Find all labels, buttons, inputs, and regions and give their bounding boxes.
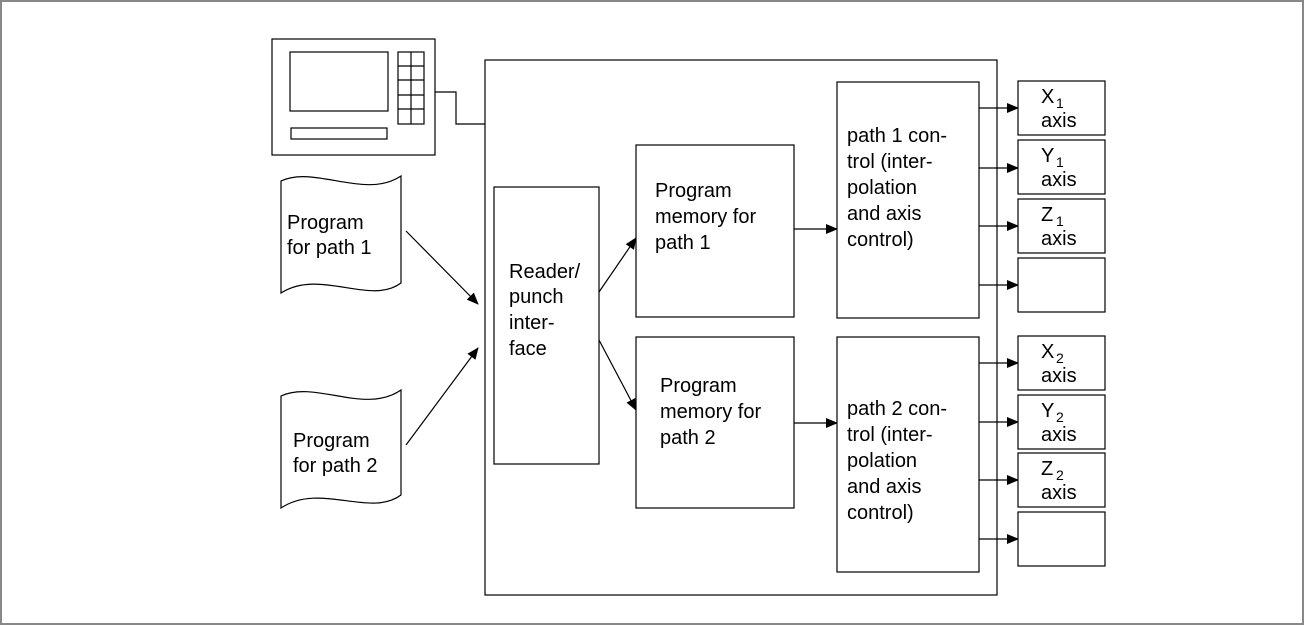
arrow-tape1-to-reader xyxy=(405,230,479,305)
program2-line1: Program xyxy=(293,430,370,452)
z2-axis-box: Z 2 axis xyxy=(1017,452,1106,508)
control1-line5: control) xyxy=(847,229,914,251)
program-memory-path2-box: Program memory for path 2 xyxy=(635,336,795,509)
reader-line2: punch xyxy=(509,286,564,308)
cnc-terminal-icon xyxy=(271,38,436,156)
x2-letter: X xyxy=(1041,341,1054,363)
y2-subscript: 2 xyxy=(1056,409,1064,425)
x1-axis-label: axis xyxy=(1041,110,1077,132)
reader-line4: face xyxy=(509,338,547,360)
y1-letter: Y xyxy=(1041,145,1054,167)
arrow-reader-to-memory1 xyxy=(598,237,637,293)
memory2-line1: Program xyxy=(660,375,737,397)
reader-line3: inter- xyxy=(509,312,555,334)
control2-line5: control) xyxy=(847,502,914,524)
y1-axis-box: Y 1 axis xyxy=(1017,139,1106,195)
y2-axis-box: Y 2 axis xyxy=(1017,394,1106,450)
program-tape-path2: Program for path 2 xyxy=(280,388,402,510)
control1-line2: trol (inter- xyxy=(847,151,933,173)
z1-letter: Z xyxy=(1041,204,1053,226)
control1-line4: and axis xyxy=(847,203,922,225)
z1-axis-label: axis xyxy=(1041,228,1077,250)
terminal-connector xyxy=(435,91,485,125)
program-memory-path1-box: Program memory for path 1 xyxy=(635,144,795,318)
y2-axis-label: axis xyxy=(1041,424,1077,446)
y1-subscript: 1 xyxy=(1056,154,1064,170)
x1-subscript: 1 xyxy=(1056,95,1064,111)
memory1-line3: path 1 xyxy=(655,232,711,254)
x1-letter: X xyxy=(1041,86,1054,108)
program1-line1: Program xyxy=(287,212,364,234)
control2-line2: trol (inter- xyxy=(847,424,933,446)
path1-control-box: path 1 con- trol (inter- polation and ax… xyxy=(836,81,980,319)
control2-line1: path 2 con- xyxy=(847,398,947,420)
x1-axis-box: X 1 axis xyxy=(1017,80,1106,136)
path2-control-box: path 2 con- trol (inter- polation and ax… xyxy=(836,336,980,573)
axis-blank-box-2 xyxy=(1017,511,1106,567)
control2-line4: and axis xyxy=(847,476,922,498)
arrow-tape2-to-reader xyxy=(405,347,479,446)
x2-subscript: 2 xyxy=(1056,350,1064,366)
memory2-line2: memory for xyxy=(660,401,761,423)
memory1-line2: memory for xyxy=(655,206,756,228)
program1-line2: for path 1 xyxy=(287,237,372,259)
program-tape-path1: Program for path 1 xyxy=(280,174,402,295)
arrow-reader-to-memory2 xyxy=(598,339,637,411)
z2-letter: Z xyxy=(1041,458,1053,480)
x2-axis-label: axis xyxy=(1041,365,1077,387)
program2-line2: for path 2 xyxy=(293,455,378,477)
control1-line1: path 1 con- xyxy=(847,125,947,147)
control1-line3: polation xyxy=(847,177,917,199)
reader-punch-interface-box: Reader/ punch inter- face xyxy=(493,186,600,465)
memory2-line3: path 2 xyxy=(660,427,716,449)
control2-line3: polation xyxy=(847,450,917,472)
memory1-line1: Program xyxy=(655,180,732,202)
x2-axis-box: X 2 axis xyxy=(1017,335,1106,391)
z1-subscript: 1 xyxy=(1056,213,1064,229)
axis-blank-box-1 xyxy=(1017,257,1106,313)
z2-axis-label: axis xyxy=(1041,482,1077,504)
y1-axis-label: axis xyxy=(1041,169,1077,191)
reader-line1: Reader/ xyxy=(509,261,581,283)
z1-axis-box: Z 1 axis xyxy=(1017,198,1106,254)
z2-subscript: 2 xyxy=(1056,467,1064,483)
y2-letter: Y xyxy=(1041,400,1054,422)
